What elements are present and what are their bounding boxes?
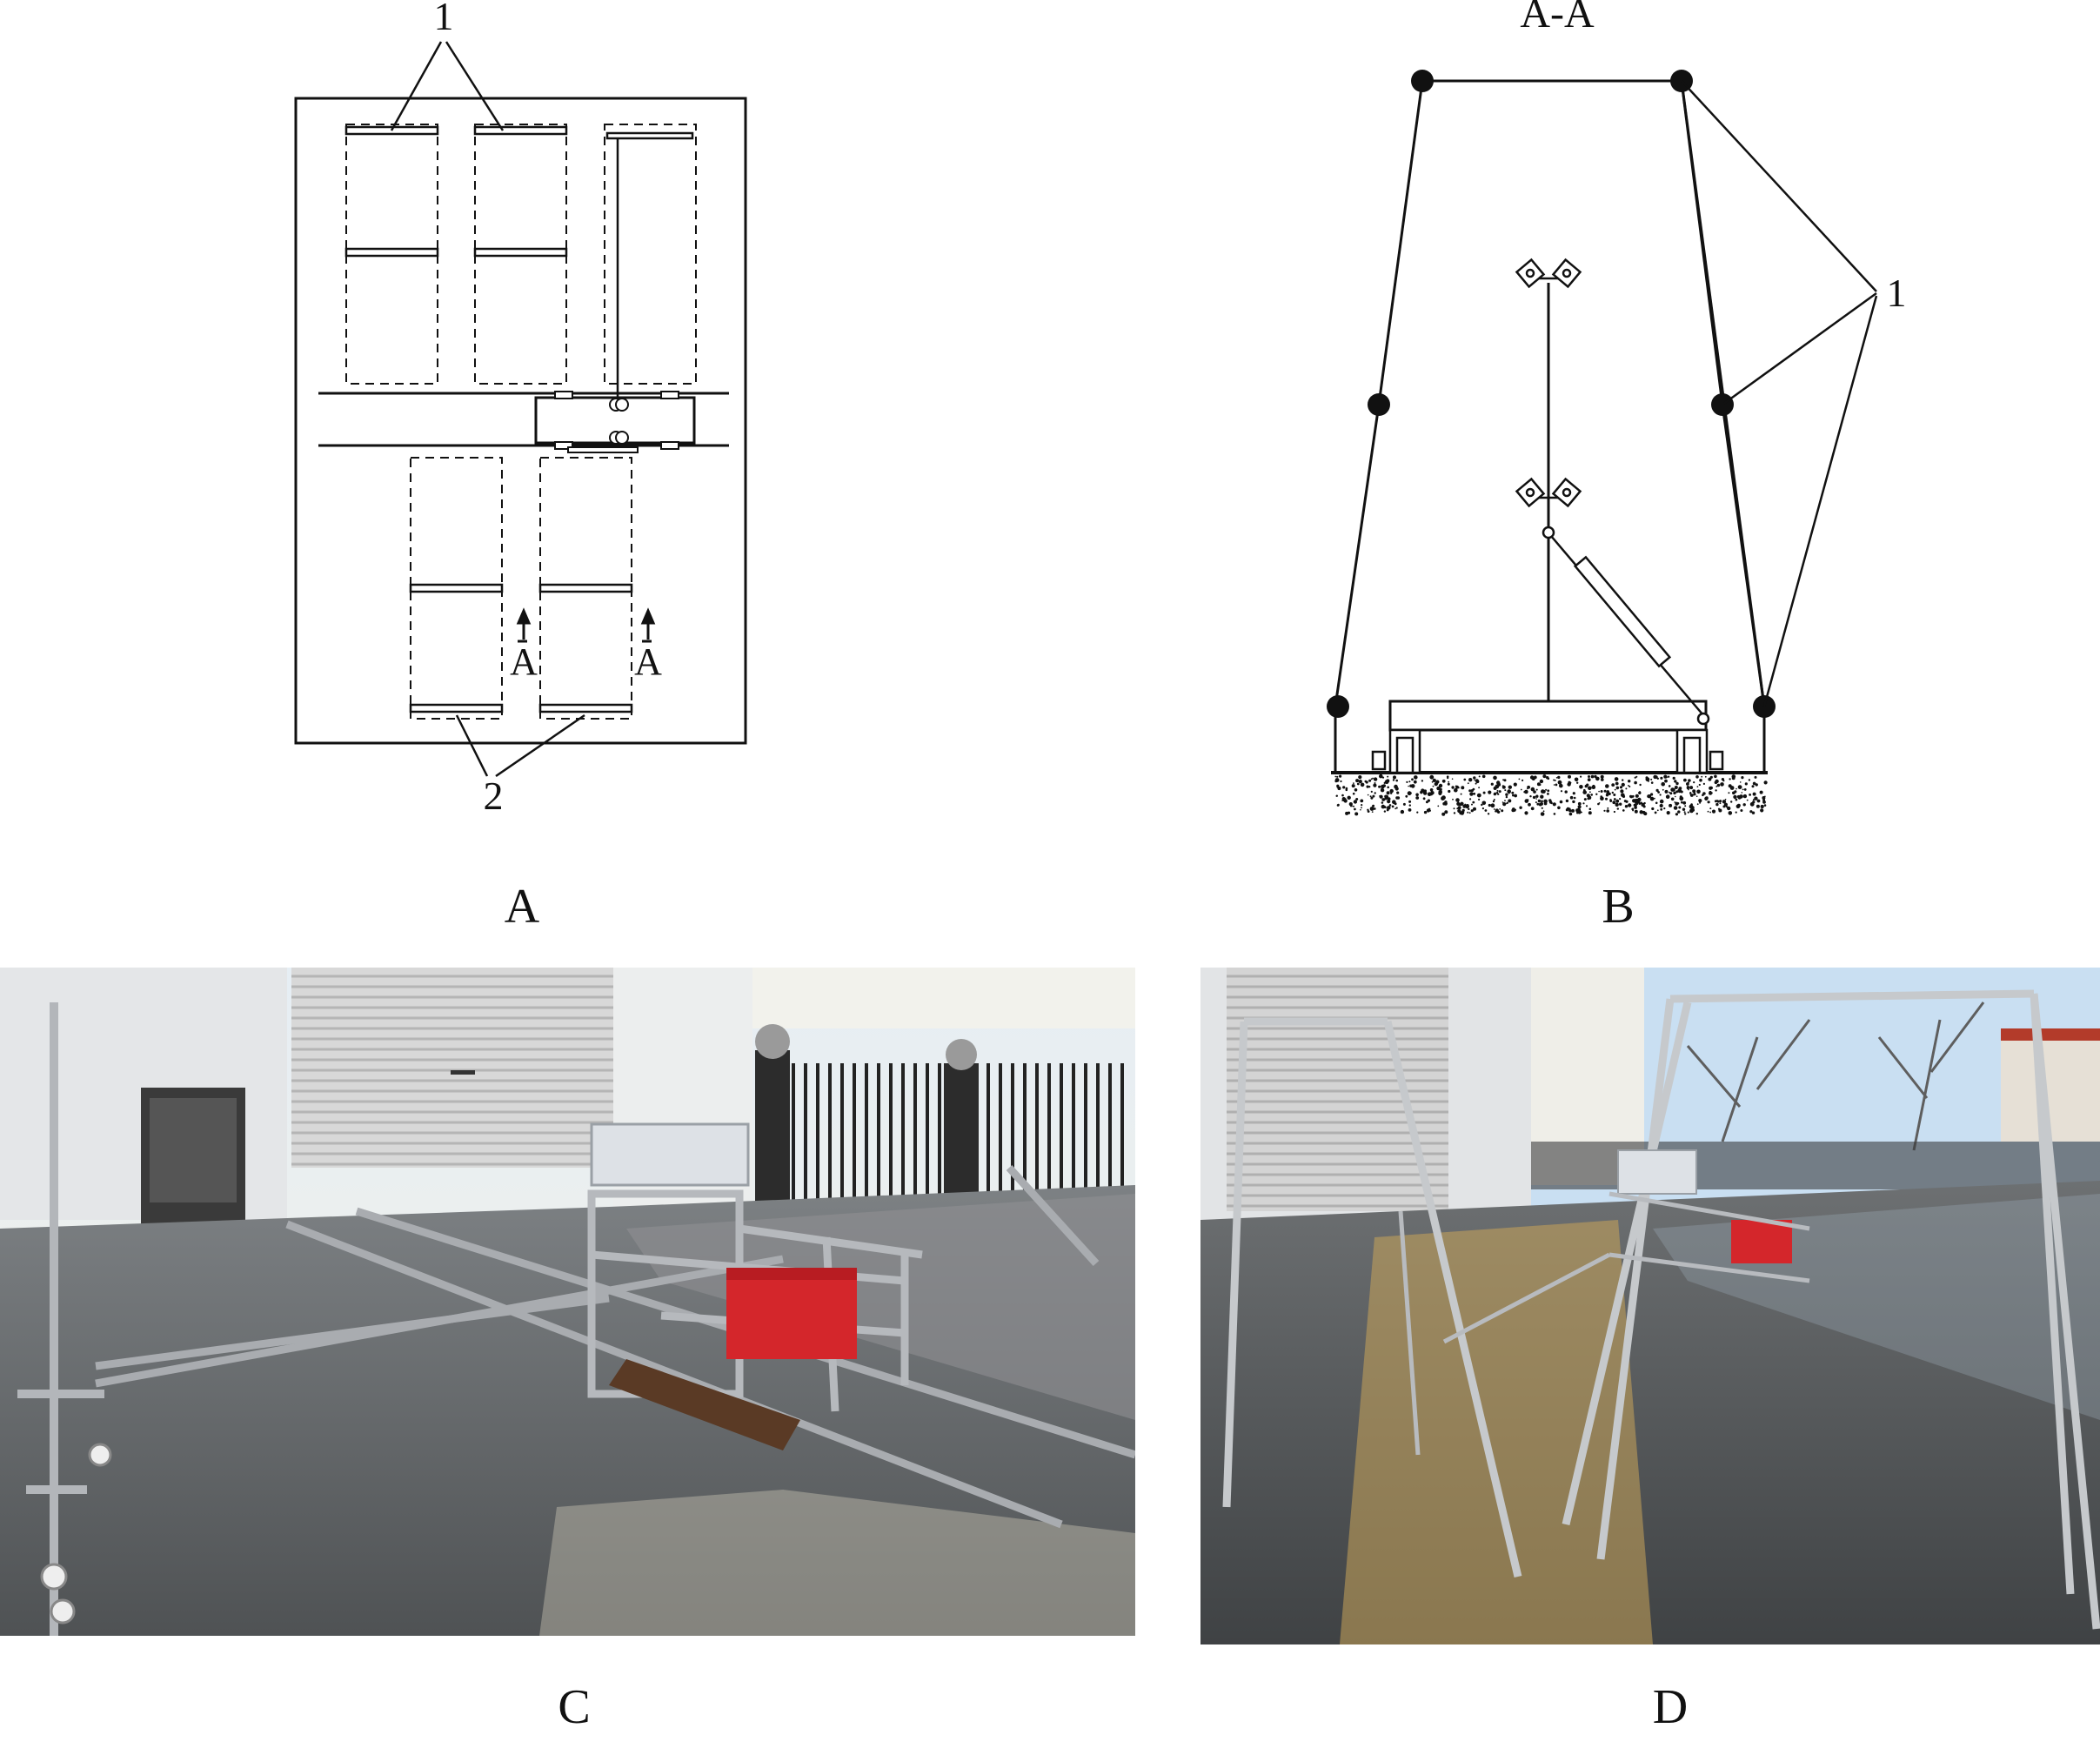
- iron-fence: [755, 1063, 1124, 1207]
- section-mark-right: A: [634, 640, 662, 683]
- cart-body: [1388, 700, 1708, 732]
- section-view-drawing: [1327, 70, 1878, 816]
- linear-actuator: [1542, 526, 1710, 726]
- caption-a: A: [504, 880, 540, 934]
- callout-1-label: 1: [433, 0, 454, 38]
- gantry-frames: [1222, 989, 2100, 1630]
- plan-view-drawing: [294, 41, 747, 778]
- caption-d: D: [1652, 1680, 1689, 1734]
- callout-1-leaders: [390, 41, 505, 131]
- panel-b-section-view: A-A 1: [1296, 0, 1940, 835]
- red-battery-unit-d: [1731, 1220, 1792, 1263]
- greenhouse-outline: [294, 97, 747, 745]
- red-battery-unit: [726, 1272, 857, 1359]
- roller-shutter-slats: [291, 975, 613, 1166]
- section-mark-left: A: [510, 640, 538, 683]
- frame-joints: [1327, 70, 1776, 718]
- callout-2-leaders: [455, 713, 585, 778]
- upper-plots: [345, 124, 697, 385]
- panel-a-plan-view: 1 2 A A: [278, 0, 766, 835]
- caption-b: B: [1602, 880, 1635, 934]
- upper-camera-pair: [1515, 258, 1582, 289]
- bare-trees: [1686, 1001, 1985, 1151]
- boom-bars: [344, 125, 694, 713]
- photo-d-gantry-frame: [1200, 968, 2100, 1644]
- soil-texture: [1334, 774, 1768, 816]
- control-box: [590, 1122, 750, 1187]
- cart-wheels: [1371, 728, 1724, 774]
- caption-c: C: [558, 1680, 591, 1734]
- callout-2-label: 2: [483, 774, 504, 818]
- callout-1-leaders-b: [1681, 80, 1878, 707]
- lower-camera-pair: [1515, 477, 1582, 508]
- cart-frame-d: [1398, 1191, 1810, 1456]
- section-arrows: [516, 607, 656, 643]
- photo-c-cart-and-rails: [0, 968, 1135, 1636]
- cart: [534, 391, 696, 453]
- section-title: A-A: [1520, 0, 1595, 37]
- photo-d-illustration: [1200, 968, 2100, 1644]
- callout-1-label-b: 1: [1886, 271, 1907, 315]
- photo-c-illustration: [0, 968, 1135, 1636]
